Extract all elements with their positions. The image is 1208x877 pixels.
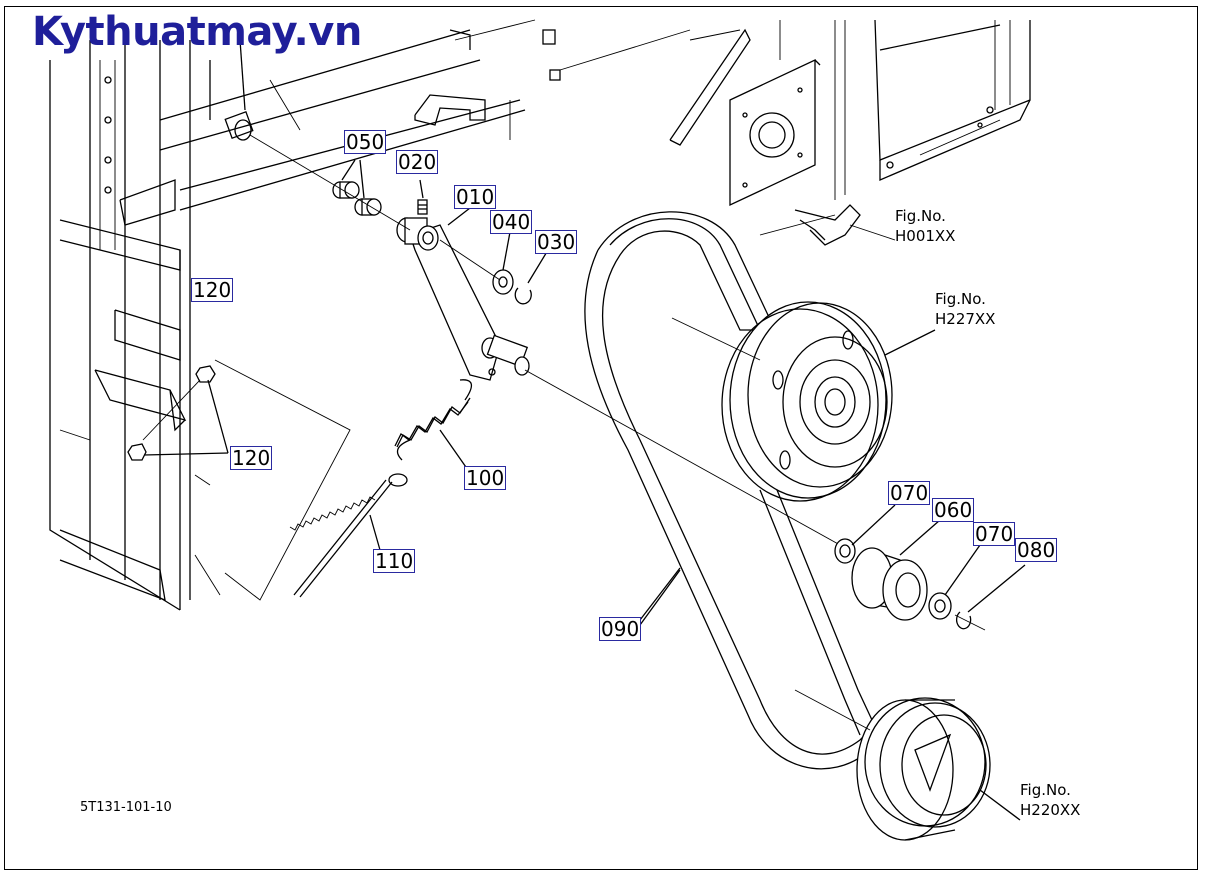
grease-nipple: [417, 179, 428, 215]
callout-070-right[interactable]: 070: [973, 522, 1016, 546]
callout-110[interactable]: 110: [373, 549, 416, 573]
brand-watermark: Kythuatmay.vn: [32, 9, 362, 55]
figure-ref-id: H227XX: [935, 310, 996, 328]
callout-010[interactable]: 010: [454, 185, 497, 209]
callout-070-left[interactable]: 070: [888, 481, 931, 505]
leader-090: [639, 567, 681, 621]
drawing-code: 5T131-101-10: [80, 800, 172, 815]
tension-rod: [289, 473, 408, 598]
nut-120: [127, 359, 351, 601]
callout-030[interactable]: 030: [535, 230, 578, 254]
figure-ref-title: Fig.No.: [1020, 781, 1071, 799]
figure-ref-h227xx[interactable]: Fig.No. H227XX: [935, 289, 995, 329]
u-bolt: [794, 204, 896, 246]
callout-060[interactable]: 060: [932, 498, 975, 522]
crank-pulley: [671, 301, 936, 502]
callout-120-bottom[interactable]: 120: [230, 446, 273, 470]
tension-spring: [394, 379, 472, 471]
figure-ref-id: H220XX: [1020, 801, 1081, 819]
callout-080[interactable]: 080: [1015, 538, 1058, 562]
callout-040[interactable]: 040: [490, 210, 533, 234]
idler-pulley-assembly: [834, 504, 1026, 631]
top-brackets: [414, 19, 751, 146]
tension-arm: [249, 134, 841, 546]
figure-ref-title: Fig.No.: [935, 290, 986, 308]
figure-ref-h001xx[interactable]: Fig.No. H001XX: [895, 206, 955, 246]
bushing-050: [332, 159, 382, 216]
callout-120-top[interactable]: 120: [191, 278, 234, 302]
callout-100[interactable]: 100: [464, 466, 507, 490]
callout-090[interactable]: 090: [599, 617, 642, 641]
mounting-plate: [729, 20, 846, 236]
figure-ref-h220xx[interactable]: Fig.No. H220XX: [1020, 780, 1080, 820]
fan-pulley: [794, 689, 1021, 841]
callout-020[interactable]: 020: [396, 150, 439, 174]
figure-ref-title: Fig.No.: [895, 207, 946, 225]
right-frame: [874, 19, 1031, 181]
figure-ref-id: H001XX: [895, 227, 956, 245]
machine-frame: [49, 29, 526, 611]
diagram-frame: [4, 6, 1198, 870]
callout-050[interactable]: 050: [344, 130, 387, 154]
v-belt: [584, 211, 881, 770]
washer-and-clip: [439, 231, 549, 305]
